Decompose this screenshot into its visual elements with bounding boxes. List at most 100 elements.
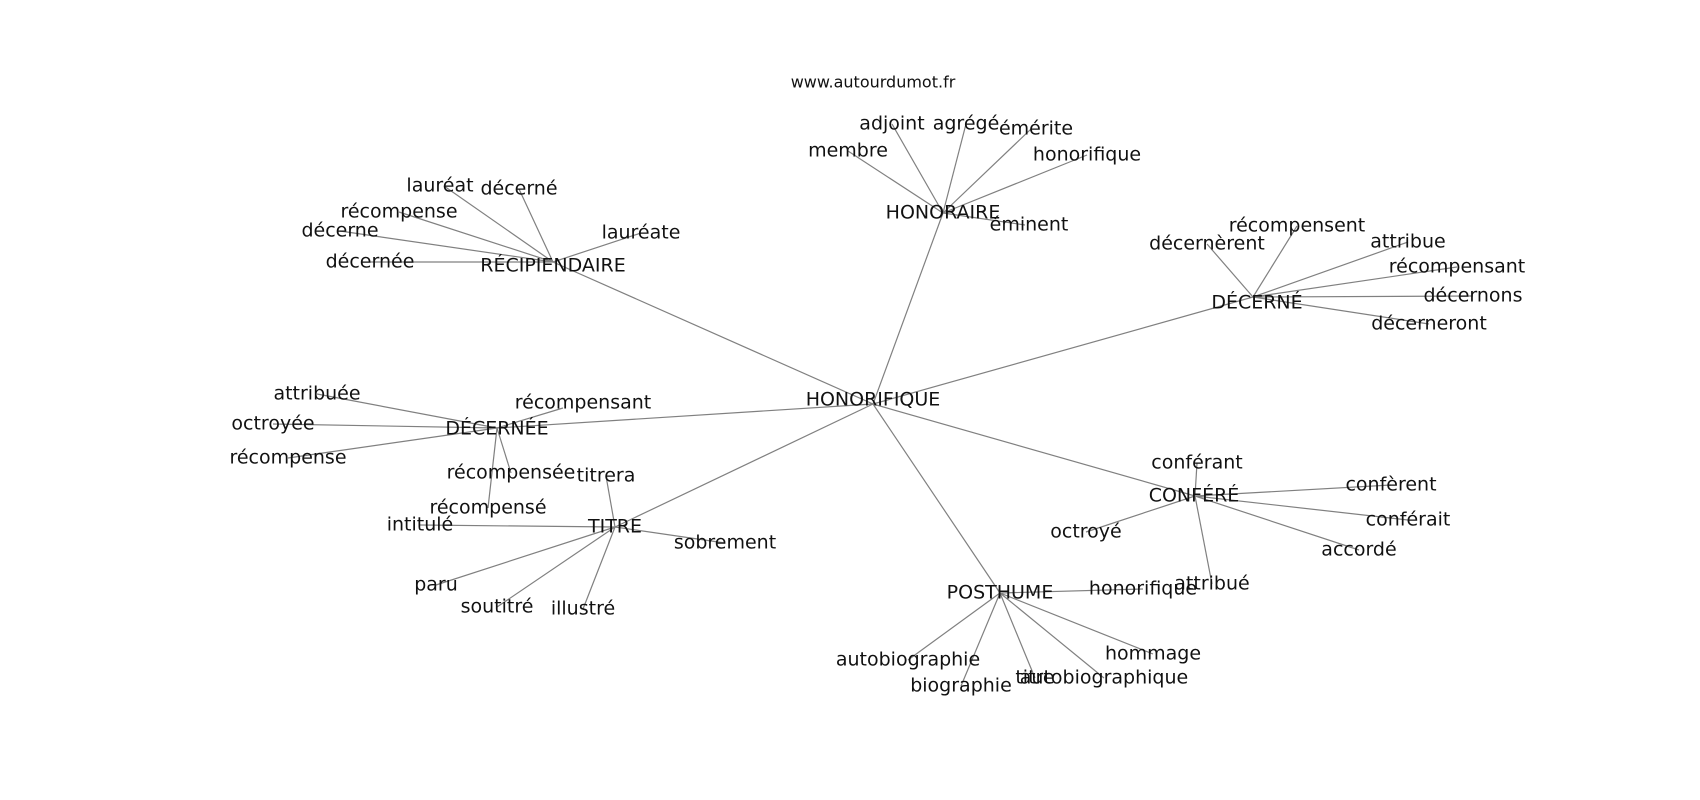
edge-hub-leaf xyxy=(847,150,944,214)
leaf-node: décernons xyxy=(1424,285,1523,307)
edge-hub-leaf xyxy=(435,526,616,586)
leaf-node: illustré xyxy=(551,598,615,620)
edge-hub-leaf xyxy=(942,123,967,214)
site-url: www.autourdumot.fr xyxy=(791,73,956,92)
leaf-node: titrera xyxy=(577,465,636,487)
edge-hub-leaf xyxy=(1194,484,1392,497)
edge-hub-leaf xyxy=(443,185,554,263)
edge-hub-leaf xyxy=(487,427,498,509)
center-node: HONORIFIQUE xyxy=(806,389,941,411)
edge-hub-leaf xyxy=(999,592,1154,655)
leaf-node: attribuée xyxy=(273,383,360,405)
leaf-node: octroyé xyxy=(1050,521,1121,543)
leaf-node: intitulé xyxy=(387,514,454,536)
leaf-node: honorifique xyxy=(1089,578,1197,600)
edge-center-hub xyxy=(496,403,874,429)
leaf-node: décernée xyxy=(326,251,415,273)
edge-hub-leaf xyxy=(1194,495,1409,521)
leaf-node: soutitré xyxy=(461,596,534,618)
edge-hub-leaf xyxy=(999,588,1144,594)
edge-hub-leaf xyxy=(287,427,498,459)
edge-hub-leaf xyxy=(942,212,1026,226)
leaf-node: décerne xyxy=(301,220,378,242)
edge-hub-leaf xyxy=(960,592,1001,687)
leaf-node: décernèrent xyxy=(1149,233,1265,255)
leaf-node: membre xyxy=(808,140,888,162)
edge-hub-leaf xyxy=(419,524,616,528)
edge-hub-leaf xyxy=(496,526,616,608)
leaf-node: honorifique xyxy=(1033,144,1141,166)
edge-hub-leaf xyxy=(1252,295,1474,298)
hub-node: RÉCIPIENDAIRE xyxy=(480,254,625,277)
leaf-node: attribue xyxy=(1370,231,1445,253)
edge-hub-leaf xyxy=(907,592,1001,661)
edge-hub-leaf xyxy=(999,592,1105,679)
leaf-node: agrégé xyxy=(933,113,1000,135)
edge-hub-leaf xyxy=(999,592,1036,679)
hub-node: CONFÉRÉ xyxy=(1149,484,1240,507)
leaf-node: décerné xyxy=(480,178,557,200)
leaf-node: récompensant xyxy=(515,392,652,414)
edge-hub-leaf xyxy=(1252,296,1430,325)
leaf-node: récompensée xyxy=(447,462,576,484)
edge-hub-leaf xyxy=(1194,495,1213,585)
edge-hub-leaf xyxy=(1194,495,1360,551)
leaf-node: lauréat xyxy=(406,175,473,197)
edge-hub-leaf xyxy=(339,230,554,263)
edge-center-hub xyxy=(872,296,1254,405)
leaf-node: paru xyxy=(414,574,458,596)
leaf-node: adjoint xyxy=(859,113,924,135)
hub-node: DÉCERNÉ xyxy=(1211,291,1302,314)
hub-node: HONORAIRE xyxy=(886,202,1001,224)
leaf-node: éminent xyxy=(990,214,1069,236)
edge-hub-leaf xyxy=(1252,225,1298,298)
leaf-node: attribué xyxy=(1174,573,1249,595)
edge-hub-leaf xyxy=(605,475,616,528)
edge-hub-leaf xyxy=(1206,243,1254,298)
edge-hub-leaf xyxy=(942,128,1032,214)
edge-hub-leaf xyxy=(1252,241,1409,298)
leaf-node: émérite xyxy=(999,118,1073,140)
leaf-node: octroyée xyxy=(231,413,314,435)
graph-labels: www.autourdumot.fr HONORIFIQUE HONORAIRE a… xyxy=(229,73,1525,697)
leaf-node: décerneront xyxy=(1371,313,1487,335)
leaf-node: récompensé xyxy=(429,497,546,519)
leaf-node: lauréate xyxy=(602,222,681,244)
edge-hub-leaf xyxy=(316,393,498,429)
edge-hub-leaf xyxy=(496,407,564,429)
edge-hub-leaf xyxy=(1194,462,1198,497)
leaf-node: confèrent xyxy=(1345,474,1436,496)
leaf-node: conférant xyxy=(1151,452,1242,474)
graph-edges xyxy=(272,123,1474,687)
edge-center-hub xyxy=(872,212,944,405)
edge-hub-leaf xyxy=(552,232,642,263)
leaf-node: conférait xyxy=(1366,509,1451,531)
edge-hub-leaf xyxy=(1085,495,1196,533)
leaf-node: autobiographique xyxy=(1020,667,1188,689)
leaf-node: récompensent xyxy=(1229,215,1366,237)
edge-center-hub xyxy=(872,403,1001,594)
edge-center-hub xyxy=(552,261,874,405)
hub-node: POSTHUME xyxy=(947,582,1054,604)
edge-hub-leaf xyxy=(891,123,944,214)
leaf-node: biographie xyxy=(910,675,1012,697)
edge-hub-leaf xyxy=(398,211,554,263)
edge-hub-leaf xyxy=(496,427,512,474)
edge-hub-leaf xyxy=(582,526,616,610)
hub-node: TITRE xyxy=(587,516,642,538)
edge-hub-leaf xyxy=(518,188,554,263)
edge-hub-leaf xyxy=(614,526,726,544)
leaf-node: hommage xyxy=(1105,643,1201,665)
edge-center-hub xyxy=(872,403,1196,497)
leaf-node: titre xyxy=(1015,667,1054,689)
leaf-node: récompense xyxy=(229,447,346,469)
edge-center-hub xyxy=(614,403,874,528)
leaf-node: récompensant xyxy=(1389,256,1526,278)
leaf-node: récompense xyxy=(340,201,457,223)
hub-node: DÉCERNÉE xyxy=(445,417,548,440)
edge-hub-leaf xyxy=(1252,266,1458,298)
leaf-node: autobiographie xyxy=(836,649,980,671)
edge-hub-leaf xyxy=(942,154,1088,214)
leaf-node: accordé xyxy=(1321,539,1396,561)
